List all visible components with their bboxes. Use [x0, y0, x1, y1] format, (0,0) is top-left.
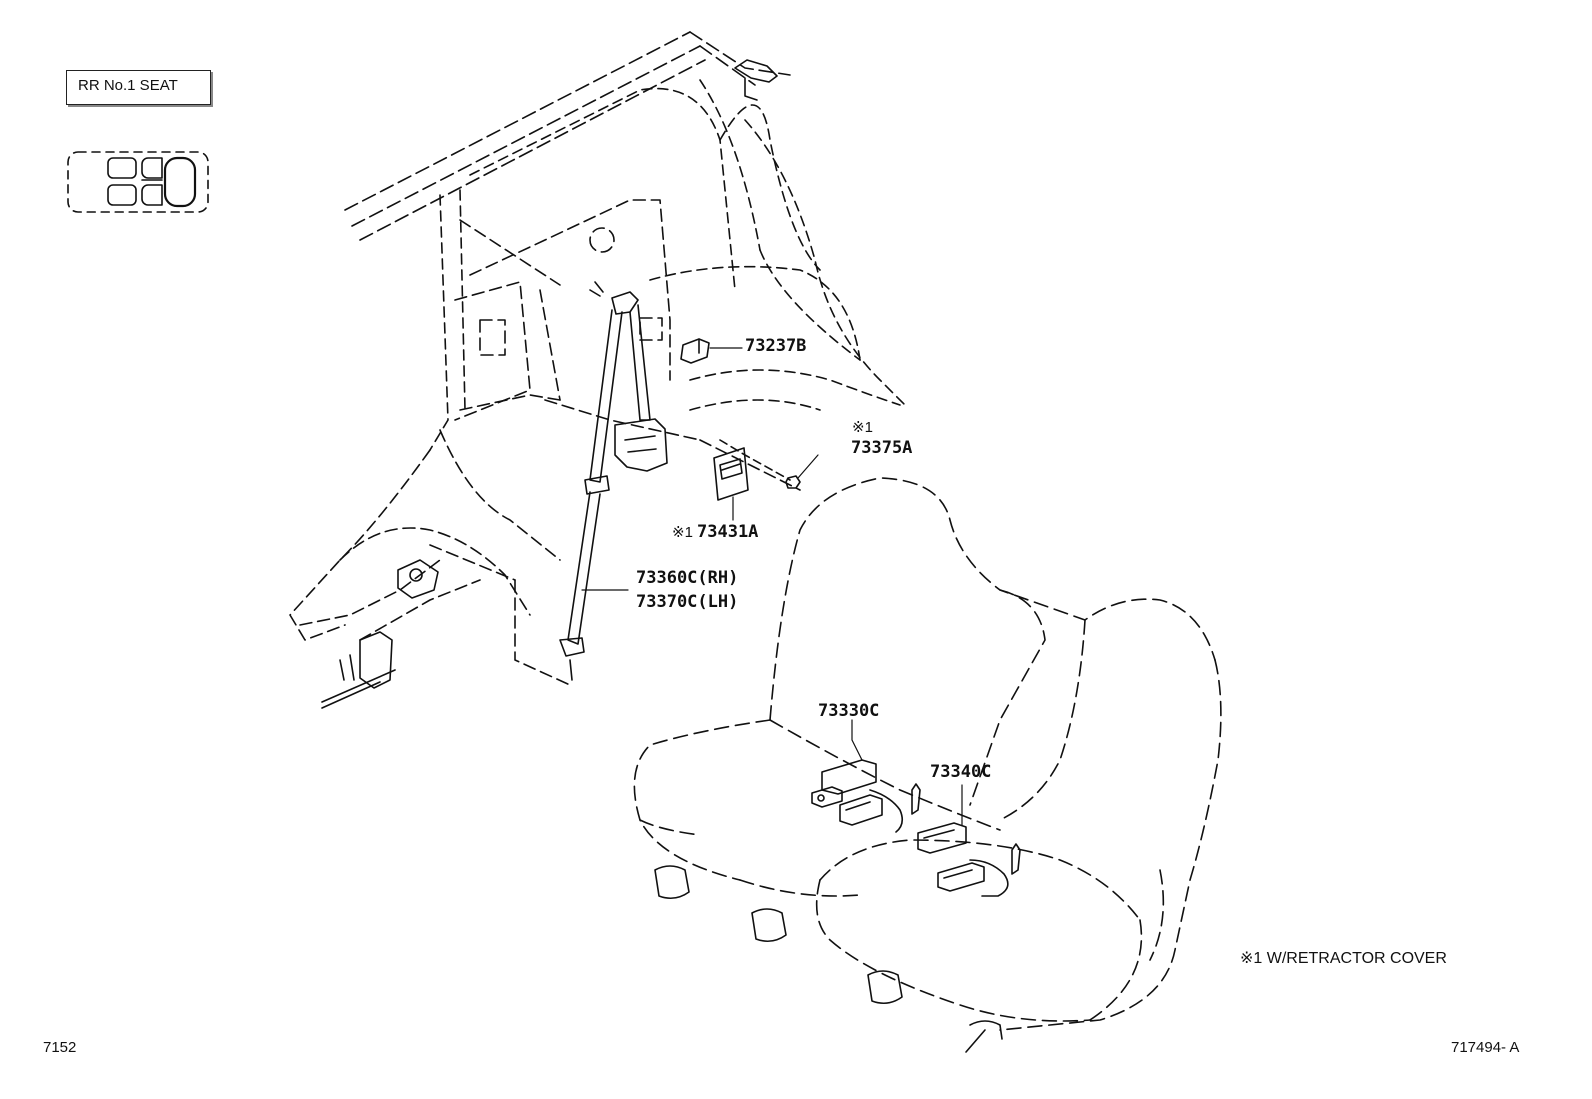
seat-position-icon	[67, 151, 209, 213]
callout-73375A-note: ※1	[852, 419, 873, 436]
callout-73370C: 73370C(LH)	[636, 592, 739, 612]
inner-panel-outline	[454, 199, 671, 421]
part-73431A-shape	[713, 439, 791, 521]
part-73340C-shape	[917, 784, 1021, 897]
lower-body-outline	[289, 399, 801, 686]
seat-label: RR No.1 SEAT	[78, 77, 178, 94]
footnote-retractor-cover: ※1 W/RETRACTOR COVER	[1240, 950, 1447, 967]
callout-73431A: 73431A	[697, 522, 759, 542]
callout-73375A: 73375A	[851, 438, 913, 458]
part-73237B-shape	[680, 338, 743, 364]
quarter-panel-outline	[429, 79, 906, 451]
roof-outline	[344, 31, 791, 241]
seat-label-box	[66, 70, 211, 105]
roof-bracket	[734, 59, 778, 101]
seat-belt-assembly	[559, 281, 668, 681]
callout-73237B: 73237B	[745, 336, 807, 356]
callout-73431A-note: ※1	[672, 524, 693, 541]
floor-bracket	[321, 559, 439, 709]
footer-right-code: 717494- A	[1451, 1039, 1520, 1056]
footer-left-code: 7152	[43, 1039, 77, 1056]
callout-73360C: 73360C(RH)	[636, 568, 739, 588]
part-73375A-shape	[785, 454, 819, 489]
seat-legs	[654, 865, 1003, 1053]
callout-73330C: 73330C	[818, 701, 880, 721]
rear-seat-outline	[633, 477, 1222, 1031]
callout-73340C: 73340C	[930, 762, 992, 782]
part-73330C-shape	[811, 719, 921, 833]
